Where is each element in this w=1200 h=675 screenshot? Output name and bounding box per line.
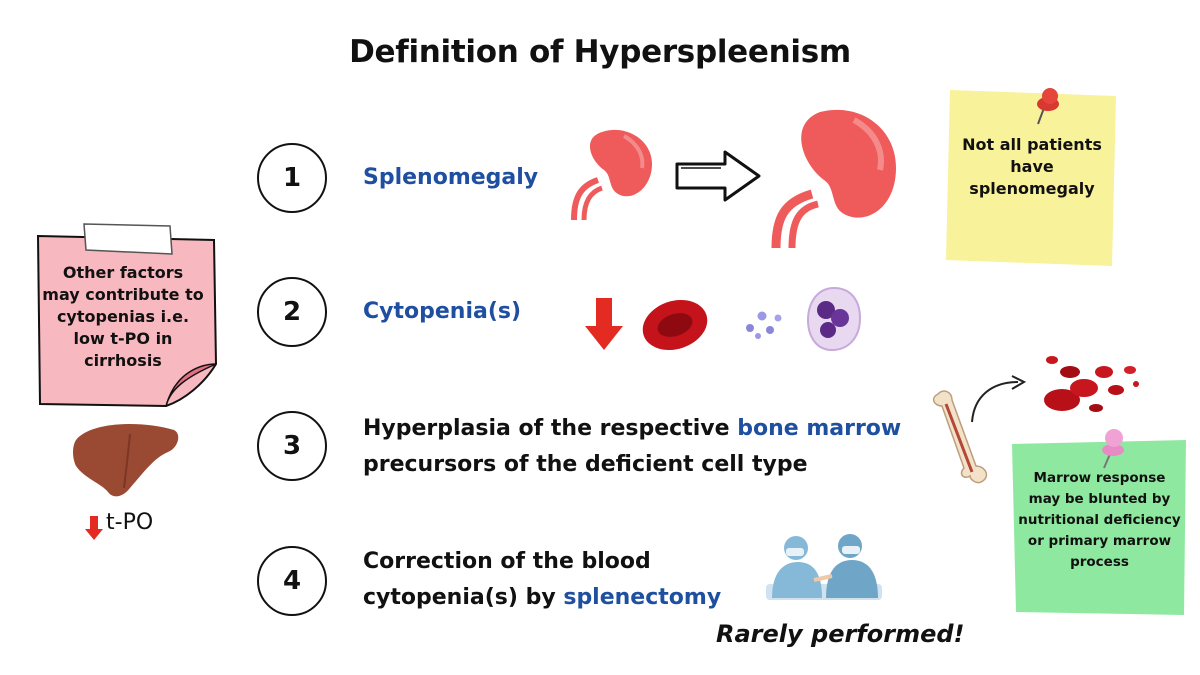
step-3-text: Hyperplasia of the respective bone marro… — [363, 411, 943, 483]
push-pin-icon — [1037, 88, 1059, 125]
step-3-text-line2: precursors of the deficient cell type — [363, 452, 808, 477]
green-sticky-note: Marrow response may be blunted by nutrit… — [1012, 429, 1187, 615]
step-4-text-part: cytopenia(s) by — [363, 585, 564, 610]
step-2-number: 2 — [257, 277, 327, 347]
step-4-text: Correction of the blood cytopenia(s) by … — [363, 544, 763, 616]
red-blood-cell-icon — [642, 300, 708, 350]
red-blood-cells-cluster-icon — [1044, 356, 1139, 412]
bone-icon — [932, 390, 988, 484]
green-note-text: Marrow response may be blunted by nutrit… — [1018, 470, 1181, 570]
surgeons-icon — [766, 534, 882, 600]
step-3-text-part: Hyperplasia of the respective — [363, 416, 738, 441]
spleen-icon — [571, 129, 652, 220]
hollow-arrow-icon — [675, 150, 761, 202]
platelets-icon — [746, 311, 782, 339]
red-down-arrow-icon — [585, 298, 623, 350]
step-3-number: 3 — [257, 411, 327, 481]
step-3-highlight: bone marrow — [737, 416, 902, 441]
white-blood-cell-icon — [806, 286, 862, 352]
green-note-background — [1012, 440, 1186, 615]
push-pin-icon — [1102, 429, 1124, 469]
tpo-label: t-PO — [106, 510, 154, 535]
page-title: Definition of Hyperspleenism — [349, 34, 851, 70]
liver-icon — [73, 424, 179, 497]
yellow-sticky-note: Not all patients have splenomegaly — [946, 88, 1118, 266]
step-4-number: 4 — [257, 546, 327, 616]
step-2-text: Cytopenia(s) — [363, 299, 522, 324]
yellow-note-background — [946, 90, 1116, 266]
curved-arrow-icon — [971, 375, 1027, 423]
step-4-highlight: splenectomy — [563, 585, 722, 610]
step-1-text: Splenomegaly — [363, 165, 539, 190]
pink-sticky-note: Other factors may contribute to cytopeni… — [34, 214, 220, 408]
rarely-performed-note: Rarely performed! — [716, 620, 965, 648]
step-1-number: 1 — [257, 143, 327, 213]
pink-note-background — [36, 223, 218, 408]
red-down-arrow-icon — [85, 516, 103, 540]
spleen-icon — [771, 109, 896, 248]
yellow-note-text: Not all patients have splenomegaly — [962, 135, 1102, 198]
pink-note-text: Other factors may contribute to cytopeni… — [42, 263, 204, 370]
step-4-text-line1: Correction of the blood — [363, 549, 651, 574]
